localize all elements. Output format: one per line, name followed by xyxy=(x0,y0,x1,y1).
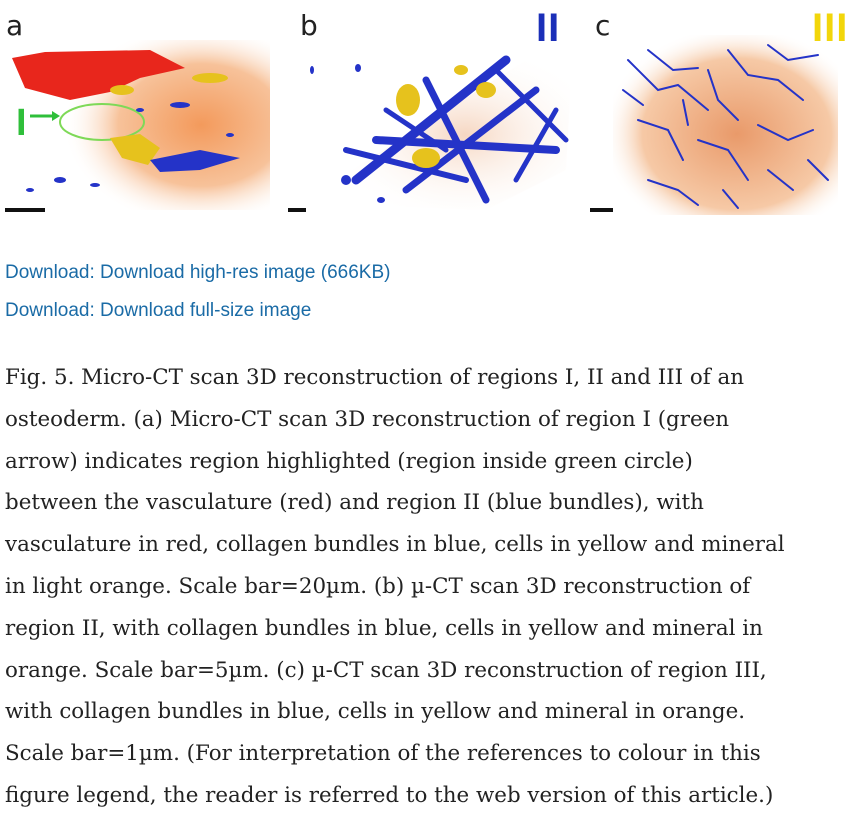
caption-line: region II, with collagen bundles in blue… xyxy=(5,615,763,641)
panel-label-c: c xyxy=(595,9,611,42)
caption-line: vasculature in red, collagen bundles in … xyxy=(5,532,785,558)
caption-line: in light orange. Scale bar=20µm. (b) µ-C… xyxy=(5,573,751,599)
caption-line: Scale bar=1µm. (For interpretation of th… xyxy=(5,741,761,767)
collagen-bundles xyxy=(343,55,569,204)
cell-shape xyxy=(110,134,160,165)
vasculature-shape xyxy=(12,50,185,100)
figure-caption: Fig. 5. Micro-CT scan 3D reconstruction … xyxy=(5,357,851,817)
panel-c-reconstruction xyxy=(590,35,838,215)
caption-line: figure legend, the reader is referred to… xyxy=(5,782,774,808)
download-links: Download: Download high-res image (666KB… xyxy=(5,258,390,334)
caption-line: arrow) indicates region highlighted (reg… xyxy=(5,448,693,474)
caption-line: osteoderm. (a) Micro-CT scan 3D reconstr… xyxy=(5,406,730,432)
caption-line: orange. Scale bar=5µm. (c) µ-CT scan 3D … xyxy=(5,657,767,683)
figure-5: a I b II xyxy=(0,0,856,225)
caption-line: between the vasculature (red) and region… xyxy=(5,490,704,516)
mineral-region xyxy=(613,35,838,215)
caption-line: Fig. 5. Micro-CT scan 3D reconstruction … xyxy=(5,365,744,390)
panel-label-b: b xyxy=(300,9,318,42)
caption-line: with collagen bundles in blue, cells in … xyxy=(5,699,746,725)
collagen-network xyxy=(622,44,829,209)
panel-b-reconstruction xyxy=(288,55,571,212)
download-high-res-link[interactable]: Download: Download high-res image (666KB… xyxy=(5,262,391,283)
region-marker-b: II xyxy=(536,6,561,50)
panel-label-a: a xyxy=(6,9,24,42)
region-marker-a: I xyxy=(16,102,27,144)
panel-a-reconstruction: I xyxy=(5,40,270,212)
green-circle xyxy=(59,103,145,141)
cell-shape xyxy=(396,84,420,116)
collagen-shape xyxy=(150,150,240,172)
download-full-size-link[interactable]: Download: Download full-size image xyxy=(5,300,312,321)
